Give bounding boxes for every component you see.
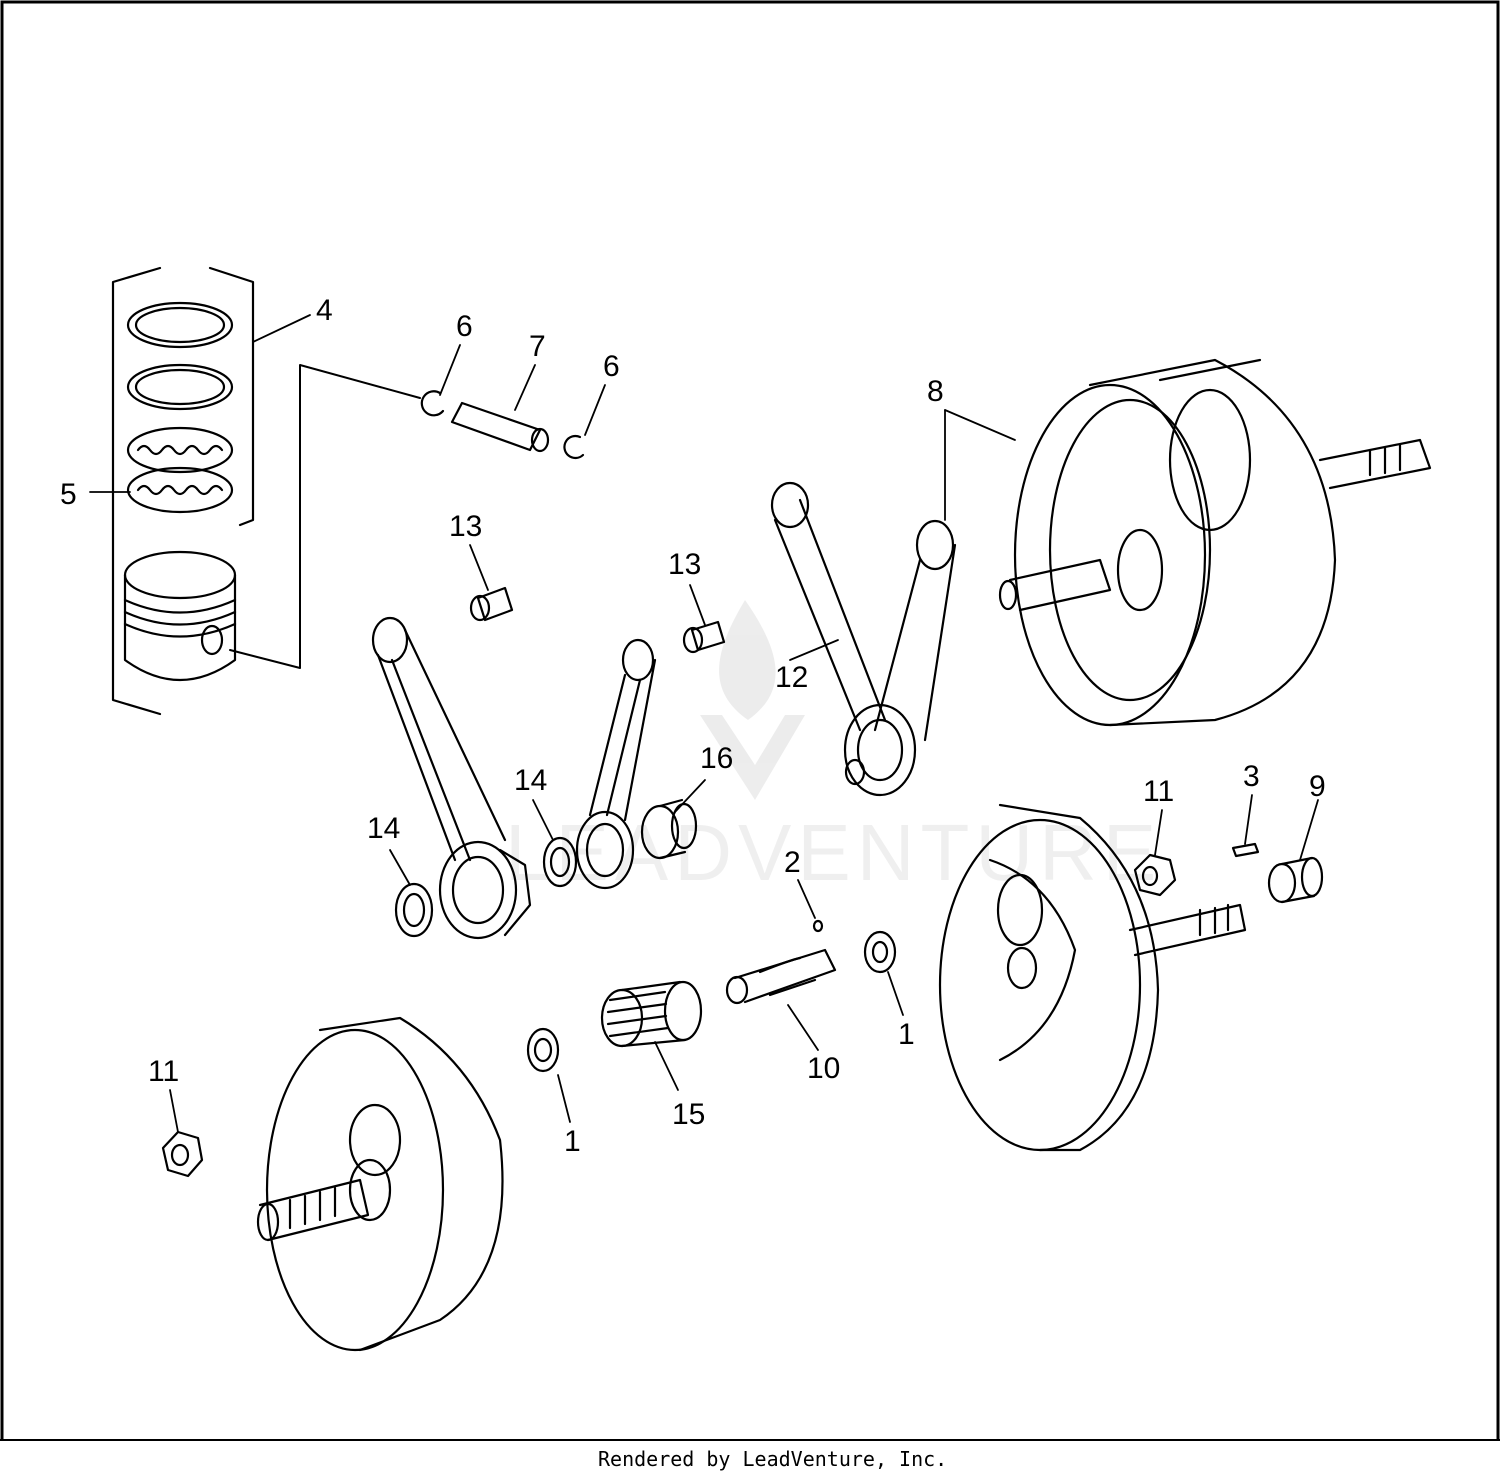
bushing-13-left	[469, 586, 514, 622]
washer-14-center	[542, 836, 578, 888]
piston-rings-group	[111, 266, 421, 716]
callout-7: 7	[529, 330, 546, 363]
callout-labels: 4 5 6 7 6 8 13 13 12 14 16 14 11 3 9 2 1…	[60, 294, 1326, 1158]
callout-4: 4	[316, 294, 333, 327]
callout-13-right: 13	[668, 548, 701, 581]
washer-14-left	[394, 882, 434, 938]
footer-credit: Rendered by LeadVenture, Inc.	[598, 1447, 947, 1471]
bushing-13-right	[682, 620, 726, 654]
callout-2: 2	[784, 846, 801, 879]
callout-6-left: 6	[456, 310, 473, 343]
bushing-9	[1267, 856, 1324, 904]
footer-bar	[0, 1440, 1500, 1475]
callout-11-left: 11	[148, 1055, 179, 1088]
nut-11-right	[1133, 853, 1177, 897]
callout-13-left: 13	[449, 510, 482, 543]
callout-1-left: 1	[564, 1125, 581, 1158]
bearing-16	[640, 798, 698, 860]
washer-1-left	[526, 1027, 560, 1073]
flywheel-assembly-right	[998, 358, 1432, 727]
callout-10: 10	[807, 1052, 840, 1085]
callout-8: 8	[927, 375, 944, 408]
callout-3: 3	[1243, 760, 1260, 793]
key-3	[1231, 842, 1260, 858]
connecting-rod-left	[371, 616, 532, 940]
callout-11-right: 11	[1143, 775, 1174, 808]
connecting-rod-center	[575, 638, 657, 890]
needle-bearing-15	[600, 980, 703, 1048]
flywheel-half-right	[938, 803, 1247, 1152]
wrist-pin-assembly	[420, 390, 585, 460]
callout-12: 12	[775, 661, 808, 694]
callout-6-right: 6	[603, 350, 620, 383]
connecting-rods-assembled	[770, 481, 957, 797]
flywheel-half-left	[256, 1016, 504, 1352]
watermark-logo	[700, 600, 805, 800]
crank-pin-10	[725, 948, 837, 1005]
callout-5: 5	[60, 478, 77, 511]
callout-15: 15	[672, 1098, 705, 1131]
callout-14-left: 14	[367, 812, 400, 845]
leader-lines	[89, 314, 1319, 1133]
dowel-pin-2	[812, 919, 824, 933]
callout-1-right: 1	[898, 1018, 915, 1051]
washer-1-right	[863, 930, 897, 974]
watermark-text: LEADVENTURE	[505, 808, 1162, 897]
callout-16: 16	[700, 742, 733, 775]
callout-9: 9	[1309, 770, 1326, 803]
callout-14-center: 14	[514, 764, 547, 797]
